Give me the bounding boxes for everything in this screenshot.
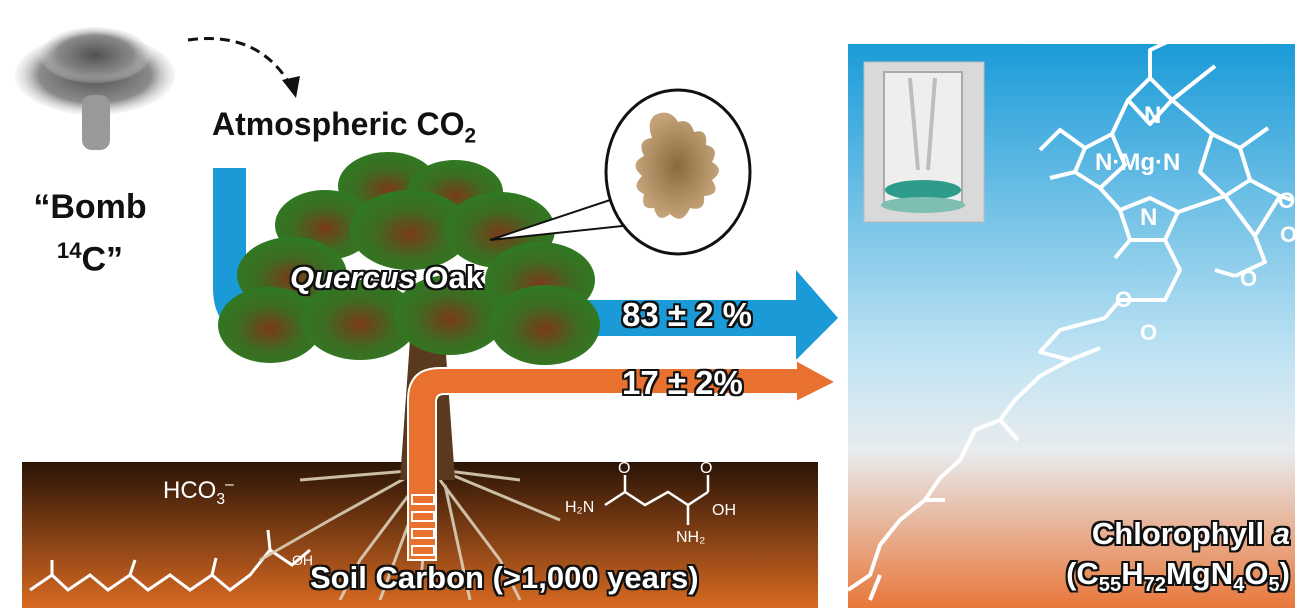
chl-formula: (C55H72MgN4O5) — [990, 554, 1290, 605]
glutamine-o-2: O — [700, 460, 712, 477]
glutamine-nh2: NH₂ — [676, 529, 705, 546]
chlorophyll-a-label: Chlorophyll a (C55H72MgN4O5) — [990, 514, 1290, 605]
soil-flow-ladder — [411, 494, 435, 556]
chl-n-atom-top: N — [1144, 102, 1161, 129]
tree-canopy — [218, 152, 600, 365]
mushroom-cloud-icon — [15, 27, 175, 150]
bomb-to-atm-arrow — [187, 37, 294, 89]
soil-flow-arrow — [407, 358, 839, 561]
chl-n-sub: 4 — [1233, 574, 1245, 597]
chl-o-sub: 5 — [1268, 574, 1280, 597]
chl-o-atom-2: O — [1280, 222, 1295, 247]
hco3-label: HCO3– — [163, 476, 234, 509]
bomb-14c-label: “Bomb 14C” — [20, 185, 160, 281]
oak-italic: Quercus — [290, 260, 416, 295]
chl-o-atom-1: O — [1278, 188, 1295, 213]
bomb-line2-wrap: 14C” — [20, 229, 160, 281]
quercus-oak-label: Quercus Oak — [290, 260, 483, 296]
hco3-sub: 3 — [216, 490, 226, 508]
chl-name: Chlorophyll a — [990, 514, 1290, 554]
atm-percentage: 83 ± 2 % — [622, 296, 753, 333]
soil-percentage: 17 ± 2% — [622, 364, 743, 401]
chl-line1: Chlorophyll — [1091, 516, 1273, 551]
atm-text: Atmospheric CO — [212, 106, 465, 142]
chl-mg-core: N·Mg·N — [1095, 149, 1180, 176]
bomb-to-atm-arrowhead — [282, 76, 300, 98]
chl-close: ) — [1279, 556, 1290, 591]
chl-o-letter: O — [1244, 556, 1269, 591]
chl-h-letter: H — [1121, 556, 1144, 591]
hco3-text: HCO — [163, 477, 217, 504]
chl-open: (C — [1066, 556, 1099, 591]
glutamine-structure — [604, 475, 710, 525]
chl-o-atom-5: O — [1140, 320, 1157, 345]
chl-c-sub: 55 — [1098, 574, 1122, 597]
phytol-oh-label: OH — [292, 552, 313, 568]
oak-rest: Oak — [415, 260, 483, 295]
atmospheric-co2-label: Atmospheric CO2 — [212, 106, 476, 148]
atm-sub: 2 — [464, 124, 477, 148]
bomb-sup: 14 — [56, 238, 82, 263]
glutamine-oh: OH — [712, 502, 736, 519]
chlorophyll-structure — [846, 34, 1293, 601]
glutamine-h2n: H₂N — [565, 499, 594, 516]
bomb-line1: “Bomb — [33, 188, 147, 226]
chl-o-atom-3: O — [1240, 266, 1257, 291]
glutamine-o-1: O — [618, 460, 630, 477]
chlorophyll-vial-photo — [863, 61, 985, 223]
bomb-line2: C” — [81, 240, 124, 279]
soil-carbon-label: Soil Carbon (>1,000 years) — [310, 560, 699, 595]
chl-italic: a — [1272, 516, 1290, 551]
oak-leaf-icon — [635, 112, 719, 219]
chl-mg: MgN — [1165, 556, 1234, 591]
chl-n-atom-bottom: N — [1140, 204, 1157, 231]
hco3-sup: – — [225, 476, 234, 493]
chl-h-sub: 72 — [1143, 574, 1166, 597]
chl-o-atom-4: O — [1115, 287, 1132, 312]
